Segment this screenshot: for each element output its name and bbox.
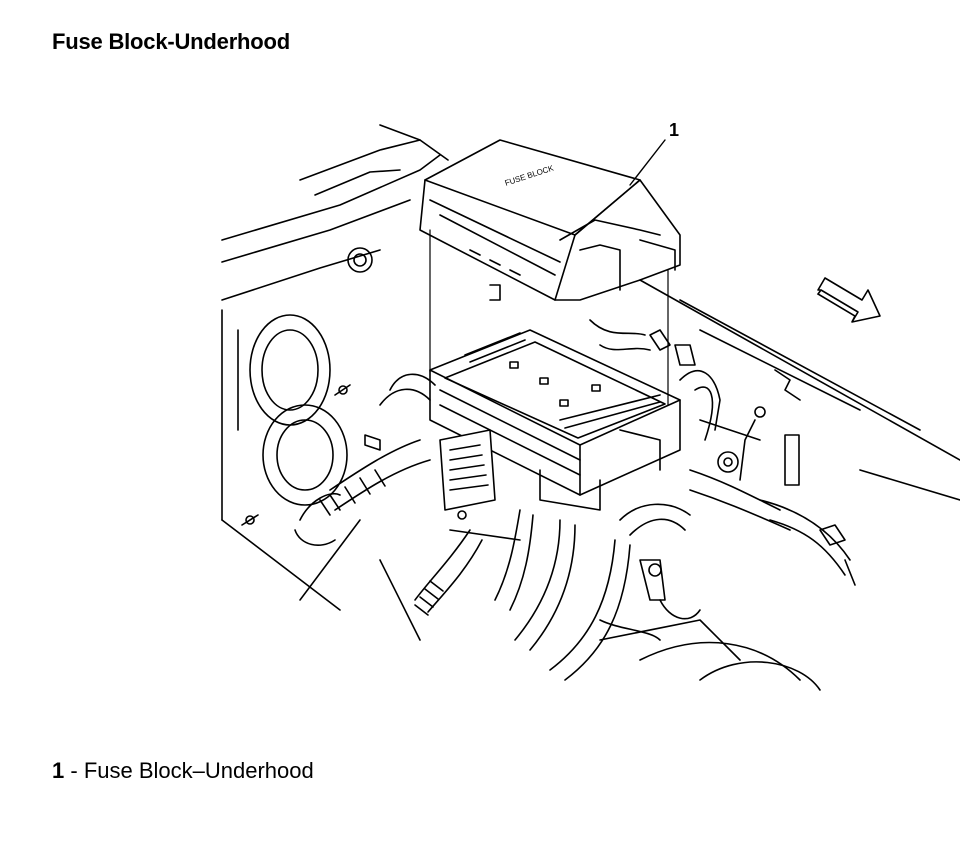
fuse-block-cover [419, 139, 681, 301]
wiring-harness [294, 319, 856, 681]
body-panels [221, 124, 960, 691]
ground-terminal [717, 406, 800, 486]
assembly-guide-lines [429, 229, 669, 406]
misc-clips [364, 329, 696, 520]
callout-1-number: 1 [669, 120, 679, 140]
left-round-mounts [241, 247, 373, 526]
legend-callout-number: 1 [52, 758, 65, 783]
callout-1-leader [629, 139, 666, 186]
page-title: Fuse Block-Underhood [52, 29, 291, 54]
legend: 1 - Fuse Block–Underhood [52, 758, 314, 784]
front-arrow-icon [816, 277, 881, 323]
legend-separator: - [64, 758, 84, 783]
legend-callout-label: Fuse Block–Underhood [83, 758, 314, 783]
fuse-block-base [429, 329, 681, 511]
